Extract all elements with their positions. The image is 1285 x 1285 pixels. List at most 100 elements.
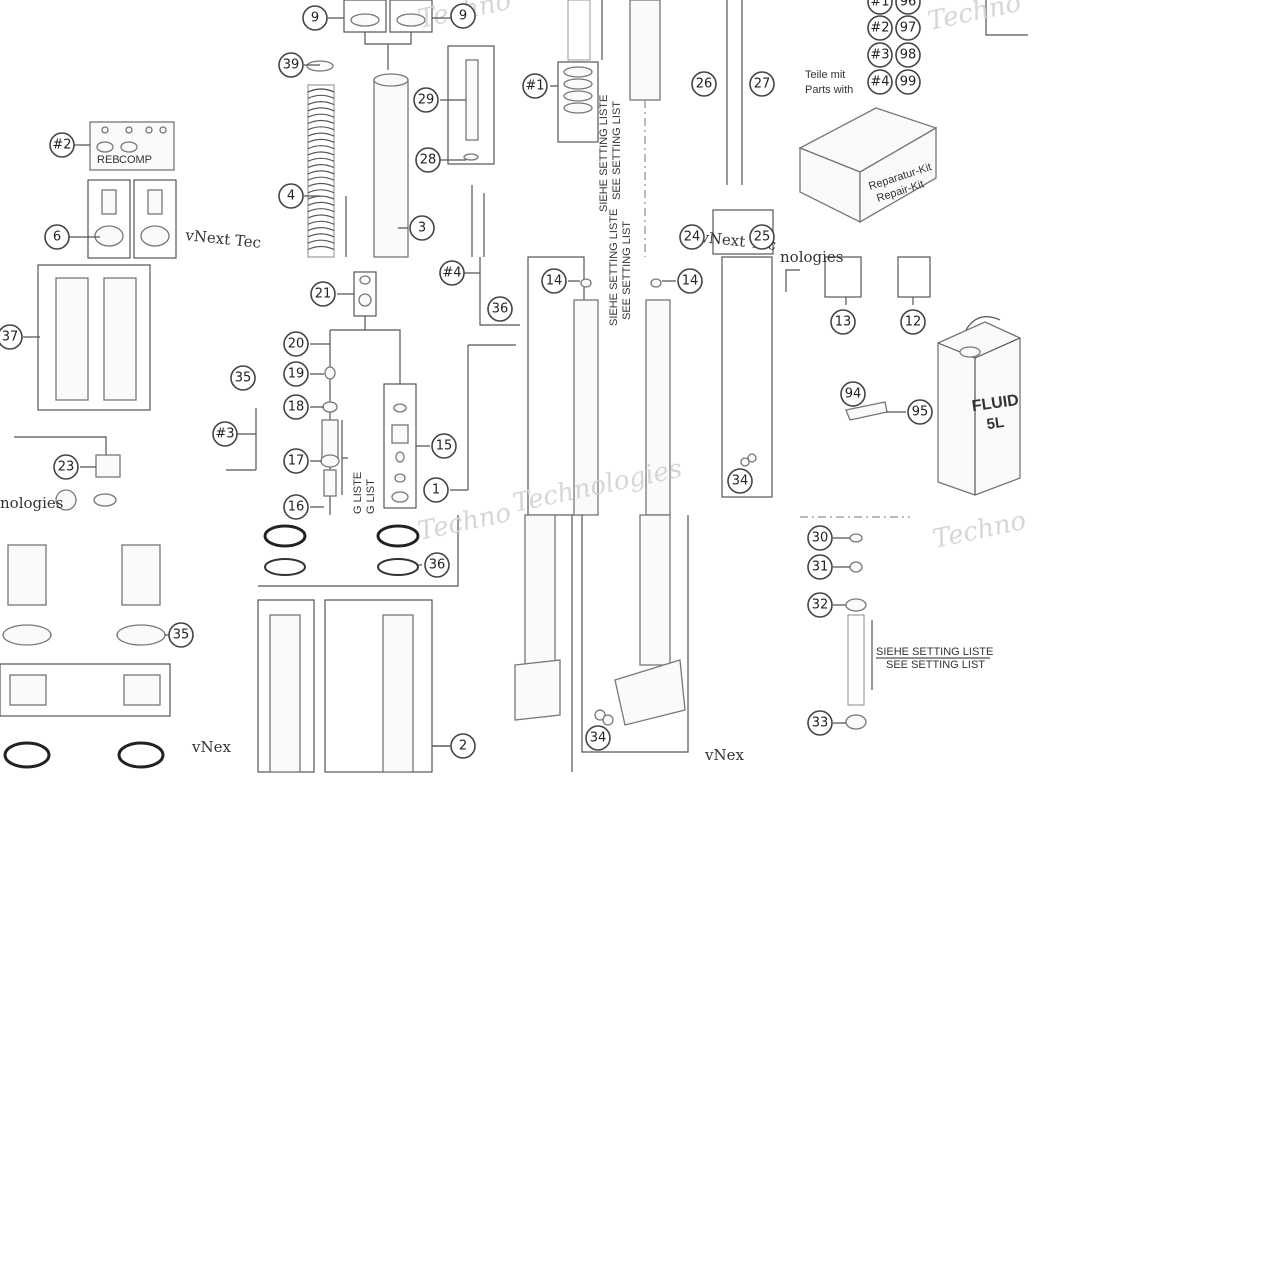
spring-coil [307, 227, 335, 232]
callout-k4: #4 [867, 69, 893, 95]
callout-label: 15 [436, 439, 453, 454]
watermark-11: vNex [704, 746, 744, 764]
watermark-9: nologies [0, 494, 64, 512]
callout-label: 36 [429, 558, 446, 573]
tile-setting-springs: SIEHE SETTING LISTE SEE SETTING LIST [557, 0, 661, 257]
callout-c35b: 35 [168, 622, 194, 648]
callout-label: 18 [288, 400, 305, 415]
spring-coil [307, 176, 335, 181]
comp-label: COMP [119, 154, 152, 166]
callout-label: 9 [311, 11, 319, 26]
callout-label: 39 [283, 58, 300, 73]
callout-label: 29 [418, 93, 435, 108]
spring-coil [307, 94, 335, 99]
spring-coil [307, 113, 335, 118]
callout-c32: 32 [807, 592, 833, 618]
callout-label: 26 [696, 77, 713, 92]
spring-coil [307, 126, 335, 131]
callout-c36a: 36 [487, 296, 513, 322]
fluid-canister: FLUID 5L [937, 316, 1021, 496]
callout-label: #3 [870, 48, 889, 63]
callout-c4: 4 [278, 183, 304, 209]
watermark-6: Techno [415, 498, 514, 547]
callout-label: #4 [442, 266, 461, 281]
spring-coil [307, 119, 335, 125]
tile-fluid-grease: FLUID 5L [785, 256, 1021, 518]
callout-label: 99 [900, 75, 917, 90]
callout-c37: 37 [0, 324, 23, 350]
spring-coil [307, 138, 335, 143]
callout-h1: #1 [522, 73, 548, 99]
setting-note-de-4: SIEHE SETTING LISTE [876, 646, 993, 658]
callout-c30: 30 [807, 525, 833, 551]
spring-coil [307, 233, 335, 238]
callout-label: 16 [288, 500, 305, 515]
watermark-5: nologies [780, 248, 844, 266]
spring-coil [307, 245, 335, 251]
callout-label: 25 [754, 230, 771, 245]
callout-c14a: 14 [541, 268, 567, 294]
callout-c25: 25 [749, 224, 775, 250]
callout-c35a: 35 [230, 365, 256, 391]
callout-label: 32 [812, 598, 829, 613]
callout-label: 24 [684, 230, 701, 245]
callout-c94: 94 [840, 381, 866, 407]
callout-c36b: 36 [424, 552, 450, 578]
setting-note-de-3: SIEHE SETTING LISTE [608, 209, 620, 326]
callout-c28: 28 [415, 147, 441, 173]
callout-label: #4 [870, 75, 889, 90]
spring-coil [307, 101, 335, 106]
watermark-3: vNext Tec [184, 226, 262, 252]
callout-c20: 20 [283, 331, 309, 357]
callout-label: 96 [900, 0, 917, 10]
callout-label: 14 [546, 274, 563, 289]
spring-coil [307, 182, 335, 188]
setting-note-de-1: SIEHE SETTING LISTE [598, 95, 610, 212]
spring-coil [307, 157, 335, 162]
parts-with-en: Parts with [805, 84, 853, 96]
callout-label: 12 [905, 315, 922, 330]
callout-c2: 2 [450, 733, 476, 759]
tile-dust-seals [257, 515, 459, 773]
tile-adjusters: REB COMP [87, 121, 177, 259]
setting-note-de-2: G LISTE [352, 472, 364, 514]
spring-coil [307, 201, 335, 206]
callout-c34b: 34 [585, 725, 611, 751]
spring-coil [307, 164, 335, 169]
callout-label: 36 [492, 302, 509, 317]
spring-coil [307, 151, 335, 156]
fluid-label: FLUID [971, 392, 1020, 415]
callout-c16: 16 [283, 494, 309, 520]
callout-label: 4 [287, 189, 295, 204]
spring-coil [307, 189, 335, 194]
callout-c24: 24 [679, 224, 705, 250]
callout-h4: #4 [439, 260, 465, 286]
callout-c17: 17 [283, 448, 309, 474]
parts-with-de: Teile mit [805, 69, 845, 81]
callout-label: 35 [173, 628, 190, 643]
callout-c13: 13 [830, 309, 856, 335]
callout-label: 28 [420, 153, 437, 168]
callout-c3: 3 [409, 215, 435, 241]
callout-label: 30 [812, 531, 829, 546]
callout-c34a: 34 [727, 468, 753, 494]
callout-r96: 96 [895, 0, 921, 15]
callout-c12: 12 [900, 309, 926, 335]
spring-coil [307, 107, 335, 112]
callout-k2: #2 [867, 15, 893, 41]
spring-coil [307, 88, 335, 93]
callout-label: 34 [732, 474, 749, 489]
callout-label: 27 [754, 77, 771, 92]
callout-label: 2 [459, 739, 467, 754]
callout-c6: 6 [44, 224, 70, 250]
callout-c18: 18 [283, 394, 309, 420]
callout-label: 31 [812, 560, 829, 575]
setting-note-en-1: SEE SETTING LIST [611, 101, 623, 200]
callout-c1: 1 [423, 477, 449, 503]
watermark-10: vNex [191, 738, 231, 756]
callout-label: 13 [835, 315, 852, 330]
setting-note-en-2: G LIST [365, 479, 377, 514]
watermark-2: Techno [925, 0, 1024, 37]
callout-c31: 31 [807, 554, 833, 580]
